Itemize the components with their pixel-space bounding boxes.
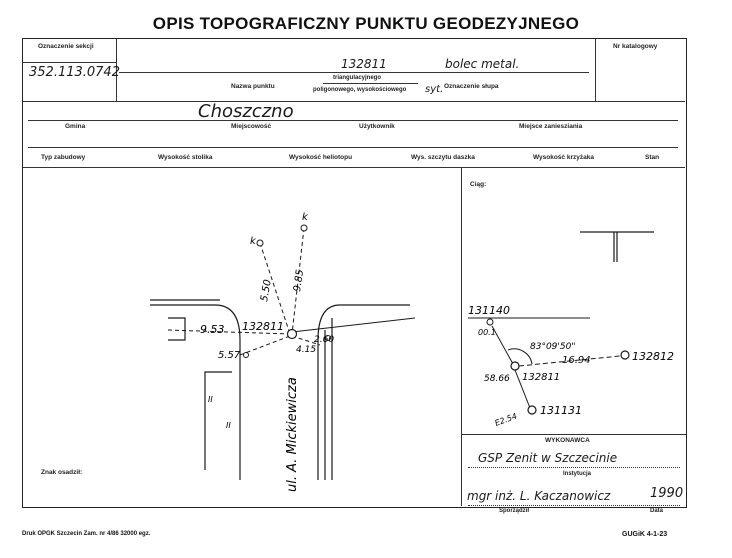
witness-point xyxy=(256,239,264,247)
date-label: Data xyxy=(650,508,664,514)
label-wys-daszka: Wys. szczytu daszka xyxy=(411,154,475,161)
divider xyxy=(595,39,596,101)
catalog-label: Nr katalogowy xyxy=(613,43,658,50)
building-corner xyxy=(168,317,186,341)
institution-value: GSP Zenit w Szczecinie xyxy=(478,451,618,465)
k-label-left: k xyxy=(250,236,257,247)
dist-415: 4.15 xyxy=(296,345,316,355)
divider xyxy=(461,434,686,435)
dist-557: 5.57 xyxy=(218,350,241,361)
sketch-point-label: 132811 xyxy=(242,320,284,333)
dist-top: 00.1 xyxy=(478,328,496,337)
witness-point xyxy=(300,224,308,232)
form-code: GUGiK 4-1-23 xyxy=(622,531,668,538)
divider xyxy=(468,467,680,468)
point-name-label: Nazwa punktu xyxy=(231,83,275,90)
page-title: OPIS TOPOGRAFICZNY PUNKTU GEODEZYJNEGO xyxy=(152,14,580,33)
execution-heading: WYKONAWCA xyxy=(545,437,590,444)
point-symbol xyxy=(286,328,298,340)
sketch-footer-label: Znak osadził: xyxy=(41,469,83,476)
label-gmina: Gmina xyxy=(65,123,86,130)
divider xyxy=(23,167,685,168)
curb-right xyxy=(317,304,410,480)
institution-label: Instytucja xyxy=(563,471,592,477)
point-south-symbol xyxy=(527,405,537,415)
dist-bottom: E2.54 xyxy=(494,412,519,428)
form-frame: Oznaczenie sekcji Nr katalogowy 352.113.… xyxy=(22,38,687,514)
point-center-label: 132811 xyxy=(522,372,560,383)
mark-type: bolec metal. xyxy=(445,57,520,71)
divider xyxy=(116,39,117,101)
point-number: 132811 xyxy=(341,57,387,71)
label-uzytkownik: Użytkownik xyxy=(359,123,395,130)
divider xyxy=(468,505,680,506)
label-wys-stolika: Wysokość stolika xyxy=(158,154,213,161)
author-label: Sporządził xyxy=(499,508,530,514)
dim-line-557 xyxy=(239,335,291,356)
dist-985: 9.85 xyxy=(292,269,306,293)
year-value: 1990 xyxy=(650,486,684,501)
author-value: mgr inż. L. Kaczanowicz xyxy=(467,489,611,503)
dim-line-953 xyxy=(167,329,291,335)
divider xyxy=(323,83,418,84)
traverse-line-east xyxy=(518,355,621,367)
k-label-top: k xyxy=(302,212,309,223)
dist-east: 16.94 xyxy=(562,355,591,366)
angle-arc xyxy=(507,348,533,365)
sheet-label: Oznaczenie sekcji xyxy=(38,43,94,50)
label-miejsce: Miejsce zaniesziania xyxy=(519,123,583,130)
mark-label: Oznaczenie słupa xyxy=(444,83,499,90)
locality-value: Choszczno xyxy=(198,101,294,122)
dim-line-985 xyxy=(291,227,305,335)
sheet-value: 352.113.0742 xyxy=(29,65,120,80)
dim-line-415 xyxy=(291,335,321,346)
traverse-line-south xyxy=(514,369,531,409)
witness-point xyxy=(325,335,331,341)
point-east-symbol xyxy=(620,350,630,360)
point-east-label: 132812 xyxy=(632,350,674,363)
dist-953: 9.53 xyxy=(200,323,225,336)
wall-line xyxy=(204,371,232,470)
wall-mark: II xyxy=(208,395,213,404)
label-typ-zabudowy: Typ zabudowy xyxy=(41,154,86,161)
divider xyxy=(23,101,685,102)
direction-line xyxy=(291,317,416,333)
label-wys-krzyzaka: Wysokość krzyżaka xyxy=(533,154,594,161)
divider xyxy=(23,62,116,63)
print-info: Druk OPGK Szczecin Zam. nr 4/86 32000 eg… xyxy=(22,531,151,537)
label-wys-heliotopu: Wysokość heliotopu xyxy=(289,154,353,161)
dist-550: 5.50 xyxy=(259,279,274,303)
label-miejscowosc: Miejscowość xyxy=(231,123,272,130)
point-center-symbol xyxy=(510,361,520,371)
traverse-line-north xyxy=(491,325,514,365)
street-name: ul. A. Mickiewicza xyxy=(285,377,300,492)
traverse-label: Ciąg: xyxy=(470,181,487,188)
dist-260: 2.60 xyxy=(314,335,334,345)
wall-mark: II xyxy=(226,421,231,430)
class-line1: triangulacyjnego xyxy=(333,75,382,81)
divider xyxy=(119,72,589,73)
dim-line-550 xyxy=(259,242,291,335)
curb-left xyxy=(150,304,241,480)
class-value: syt. xyxy=(425,84,444,95)
point-north-symbol xyxy=(486,318,494,326)
divider xyxy=(28,120,678,121)
divider xyxy=(461,167,462,506)
class-line2: poligonowego, wysokościowego xyxy=(313,87,407,93)
divider xyxy=(28,147,678,148)
point-north-label: 131140 xyxy=(468,304,510,317)
label-stan: Stan xyxy=(645,154,660,161)
point-south-label: 131131 xyxy=(540,404,582,417)
witness-point xyxy=(243,352,249,358)
dist-south: 58.66 xyxy=(484,374,510,384)
angle-label: 83°09'50" xyxy=(530,342,575,352)
